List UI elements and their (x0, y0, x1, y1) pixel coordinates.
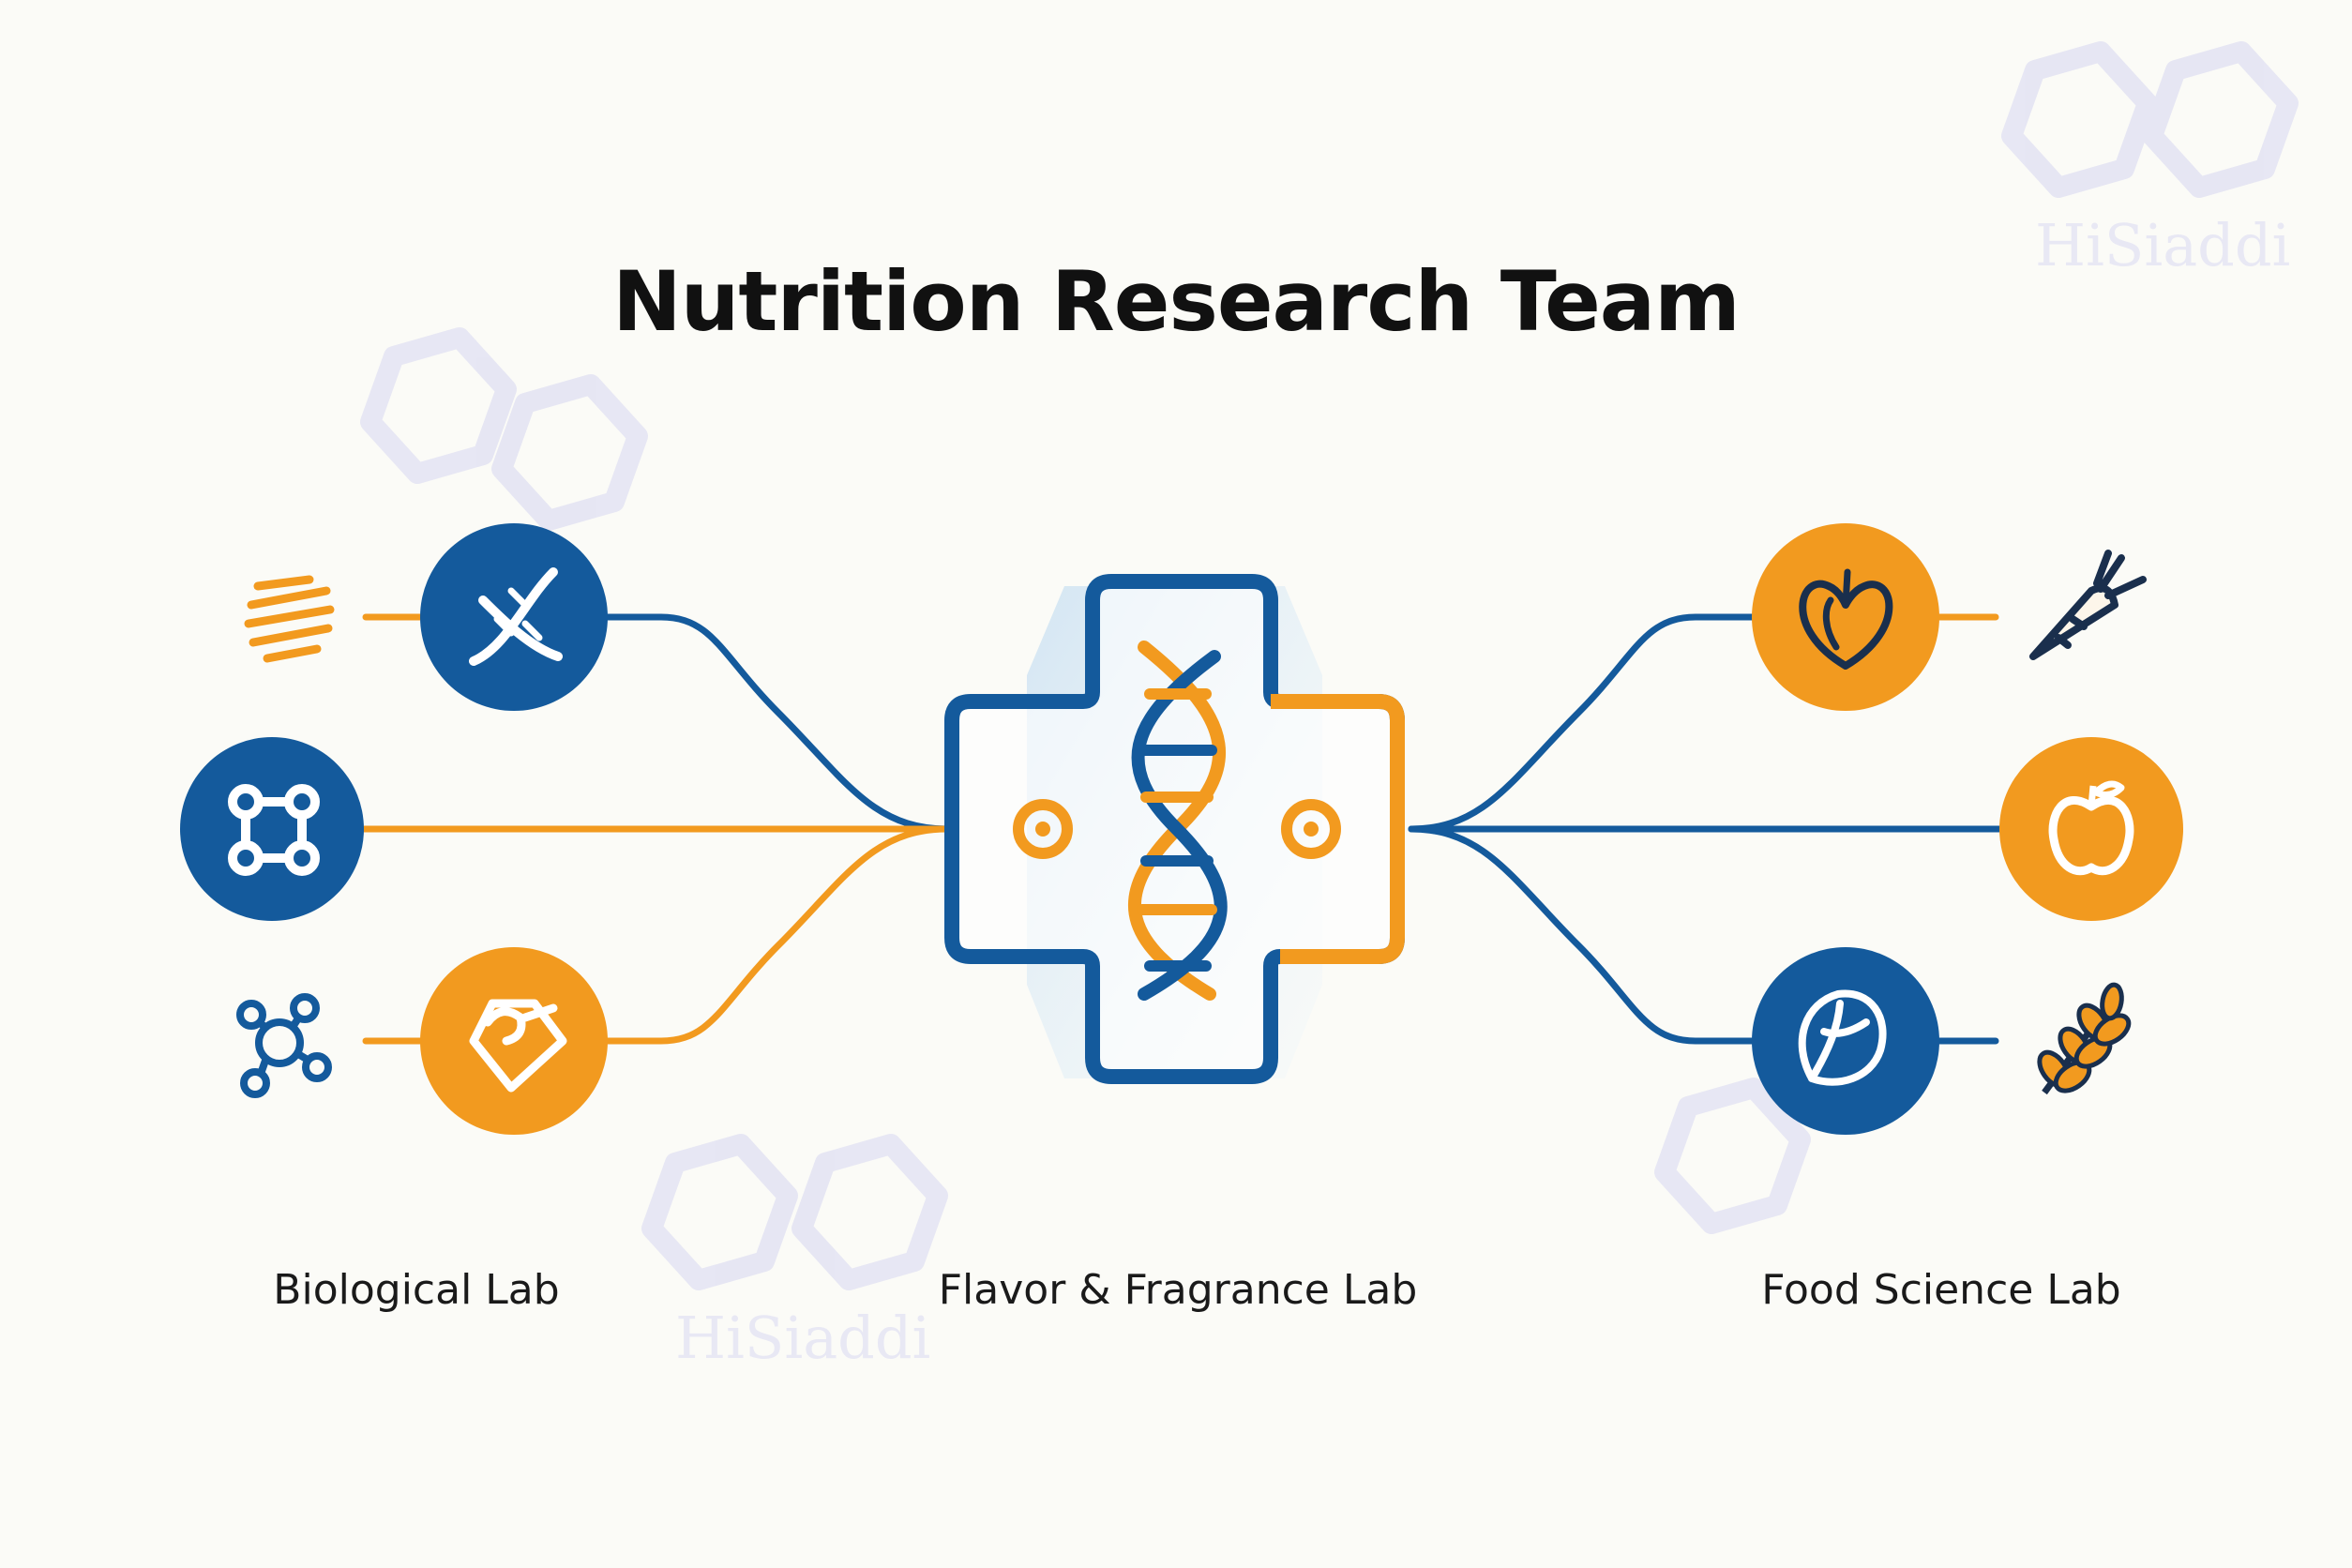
connector-left-bottom (601, 825, 951, 1045)
medical-cross-dna-icon (944, 574, 1405, 1084)
label-food-science-lab: Food Science Lab (1761, 1266, 2121, 1314)
food-box-icon (420, 947, 608, 1135)
label-biological-lab: Biological Lab (273, 1266, 560, 1314)
leafy-vegetable-icon (1752, 947, 1939, 1135)
connector-lines (360, 613, 2006, 1045)
connector-right-top (1408, 613, 1756, 833)
striped-sphere-icon (244, 575, 335, 663)
connector-left-top (601, 613, 951, 833)
page-title: Nutrition Research Team (612, 253, 1741, 350)
apple-icon (1999, 737, 2183, 921)
watermark-hexagons (360, 41, 2299, 1290)
watermark-text: HiSiaddi (2035, 211, 2291, 279)
watermark-text-2: HiSiaddi (675, 1304, 931, 1372)
connector-right-bottom (1408, 825, 1756, 1045)
carrot-icon (2029, 550, 2147, 660)
heart-fruit-icon (1752, 523, 1939, 711)
molecule-network-icon (180, 737, 364, 921)
label-flavor-fragrance-lab: Flavor & Fragrance Lab (938, 1266, 1418, 1314)
wheat-icon (2037, 982, 2132, 1095)
molecule-icon (236, 993, 332, 1098)
dna-icon (420, 523, 608, 711)
